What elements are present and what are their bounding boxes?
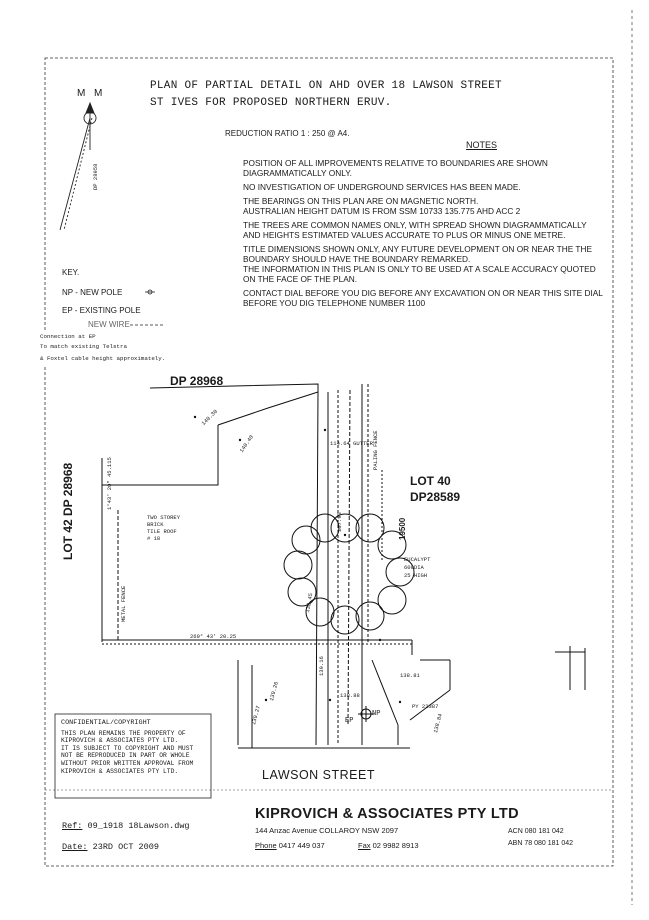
- note-5: THE TREES ARE COMMON NAMES ONLY, WITH SP…: [243, 220, 587, 240]
- pole-symbol: [358, 706, 374, 722]
- metal-fence-label: METAL FENCE: [120, 585, 127, 622]
- paling-fence-label: PALING FENCE: [372, 430, 379, 470]
- copyright-line: IT IS SUBJECT TO COPYRIGHT AND MUST: [61, 744, 194, 752]
- north-dp-ref: DP 28958: [92, 163, 99, 190]
- date-label: Date:: [62, 842, 88, 852]
- fax-number: 02 9982 8913: [372, 841, 419, 850]
- bearing-left: 1°43' 20" 45.115: [106, 457, 113, 510]
- house-line-2: BRICK: [147, 521, 164, 528]
- outer-border: [44, 57, 614, 867]
- company-address: 144 Anzac Avenue COLLAROY NSW 2097: [255, 826, 399, 835]
- north-label-m1: M: [77, 88, 86, 99]
- key-existing-pole: EP - EXISTING POLE: [62, 306, 141, 315]
- note-2: NO INVESTIGATION OF UNDERGROUND SERVICES…: [243, 182, 521, 192]
- level-label: 137.93: [336, 512, 343, 532]
- tree-line-3: 25 HIGH: [404, 572, 428, 579]
- copyright-line: WITHOUT PRIOR WRITTEN APPROVAL FROM: [61, 759, 194, 767]
- company-phone: Phone 0417 449 037: [255, 841, 325, 850]
- house-line-3: TILE ROOF: [147, 528, 177, 535]
- street-name: LAWSON STREET: [262, 768, 375, 782]
- tree-line-2: 600DIA: [404, 564, 424, 571]
- connection-line-1: Connection at EP: [40, 333, 96, 340]
- np-label: NP: [372, 710, 381, 718]
- key-new-pole: NP - NEW POLE: [62, 288, 123, 297]
- bearing-bottom: 269° 43' 20.25: [190, 633, 237, 640]
- key-symbols: [130, 289, 165, 326]
- connection-line-2: To match existing Telstra: [40, 343, 127, 350]
- company-fax: Fax 02 9982 8913: [358, 841, 419, 850]
- note-8: CONTACT DIAL BEFORE YOU DIG BEFORE ANY E…: [243, 288, 603, 308]
- house-line-1: TWO STOREY: [147, 514, 181, 521]
- fax-label: Fax: [358, 841, 371, 850]
- tree-canopy: [283, 513, 415, 635]
- py-label: PY 22387: [412, 703, 439, 710]
- gutter-label: 114.64 GUTTER: [330, 440, 373, 447]
- level-markers: [193, 415, 402, 704]
- plan-subtitle: ST IVES FOR PROPOSED NORTHERN ERUV.: [150, 97, 392, 109]
- connection-line-3: & Foxtel cable height approximately.: [40, 355, 166, 362]
- lot-40-dp-label: DP28589: [410, 490, 461, 504]
- level-label: 138.81: [400, 672, 420, 679]
- note-1: POSITION OF ALL IMPROVEMENTS RELATIVE TO…: [243, 158, 548, 178]
- phone-label: Phone: [255, 841, 277, 850]
- ref-label: Ref:: [62, 821, 83, 831]
- copyright-box-frame: [54, 713, 212, 799]
- note-6: TITLE DIMENSIONS SHOWN ONLY, ANY FUTURE …: [243, 244, 592, 264]
- copyright-line: KIPROVICH & ASSOCIATES PTY LTD.: [61, 737, 179, 745]
- tree-line-1: EUCALYPT: [404, 556, 431, 563]
- notes-heading: NOTES: [466, 140, 498, 150]
- reduction-ratio: REDUCTION RATIO 1 : 250 @ A4.: [225, 129, 350, 138]
- company-abn: ABN 78 080 181 042: [508, 840, 573, 847]
- phone-number: 0417 449 037: [278, 841, 325, 850]
- ref-line: Ref: 09_1918 18Lawson.dwg: [62, 821, 190, 831]
- copyright-block: CONFIDENTIAL/COPYRIGHT THIS PLAN REMAINS…: [61, 719, 194, 775]
- copyright-heading: CONFIDENTIAL/COPYRIGHT: [61, 719, 151, 727]
- lot-40-label: LOT 40: [410, 474, 451, 488]
- north-label-m2: M: [94, 88, 103, 99]
- note-4: AUSTRALIAN HEIGHT DATUM IS FROM SSM 1073…: [243, 206, 521, 216]
- company-acn: ACN 080 181 042: [508, 828, 564, 835]
- boundary-lines: [101, 383, 586, 749]
- copyright-line: NOT BE REPRODUCED IN PART OR WHOLE: [61, 752, 190, 760]
- key-heading: KEY.: [62, 268, 80, 277]
- lot-42-label: LOT 42 DP 28968: [61, 462, 75, 560]
- ep-label: EP: [345, 717, 354, 725]
- plan-title: PLAN OF PARTIAL DETAIL ON AHD OVER 18 LA…: [150, 80, 502, 92]
- copyright-line: KIPROVICH & ASSOCIATES PTY LTD.: [61, 767, 179, 775]
- date-line: Date: 23RD OCT 2009: [62, 842, 159, 852]
- notes-list: POSITION OF ALL IMPROVEMENTS RELATIVE TO…: [243, 158, 603, 312]
- date-value: 23RD OCT 2009: [92, 842, 159, 852]
- connection-note: Connection at EP To match existing Telst…: [40, 332, 165, 366]
- dp-28968-label: DP 28968: [170, 374, 224, 388]
- house-label: TWO STOREY BRICK TILE ROOF # 18: [147, 514, 180, 542]
- key-new-wire: NEW WIRE: [88, 320, 130, 329]
- company-name: KIPROVICH & ASSOCIATES PTY LTD: [255, 806, 519, 822]
- ref-value: 09_1918 18Lawson.dwg: [87, 821, 190, 831]
- copyright-line: THIS PLAN REMAINS THE PROPERTY OF: [61, 729, 186, 737]
- note-3: THE BEARINGS ON THIS PLAN ARE ON MAGNETI…: [243, 196, 479, 206]
- note-7: THE INFORMATION IN THIS PLAN IS ONLY TO …: [243, 264, 596, 284]
- dimension-19500: 19500: [398, 517, 407, 540]
- level-label: 139.16: [318, 656, 325, 676]
- tree-label: EUCALYPT 600DIA 25 HIGH: [404, 556, 430, 580]
- level-label: 138.88: [340, 692, 360, 699]
- house-line-4: # 18: [147, 535, 161, 542]
- north-arrow: [59, 101, 97, 231]
